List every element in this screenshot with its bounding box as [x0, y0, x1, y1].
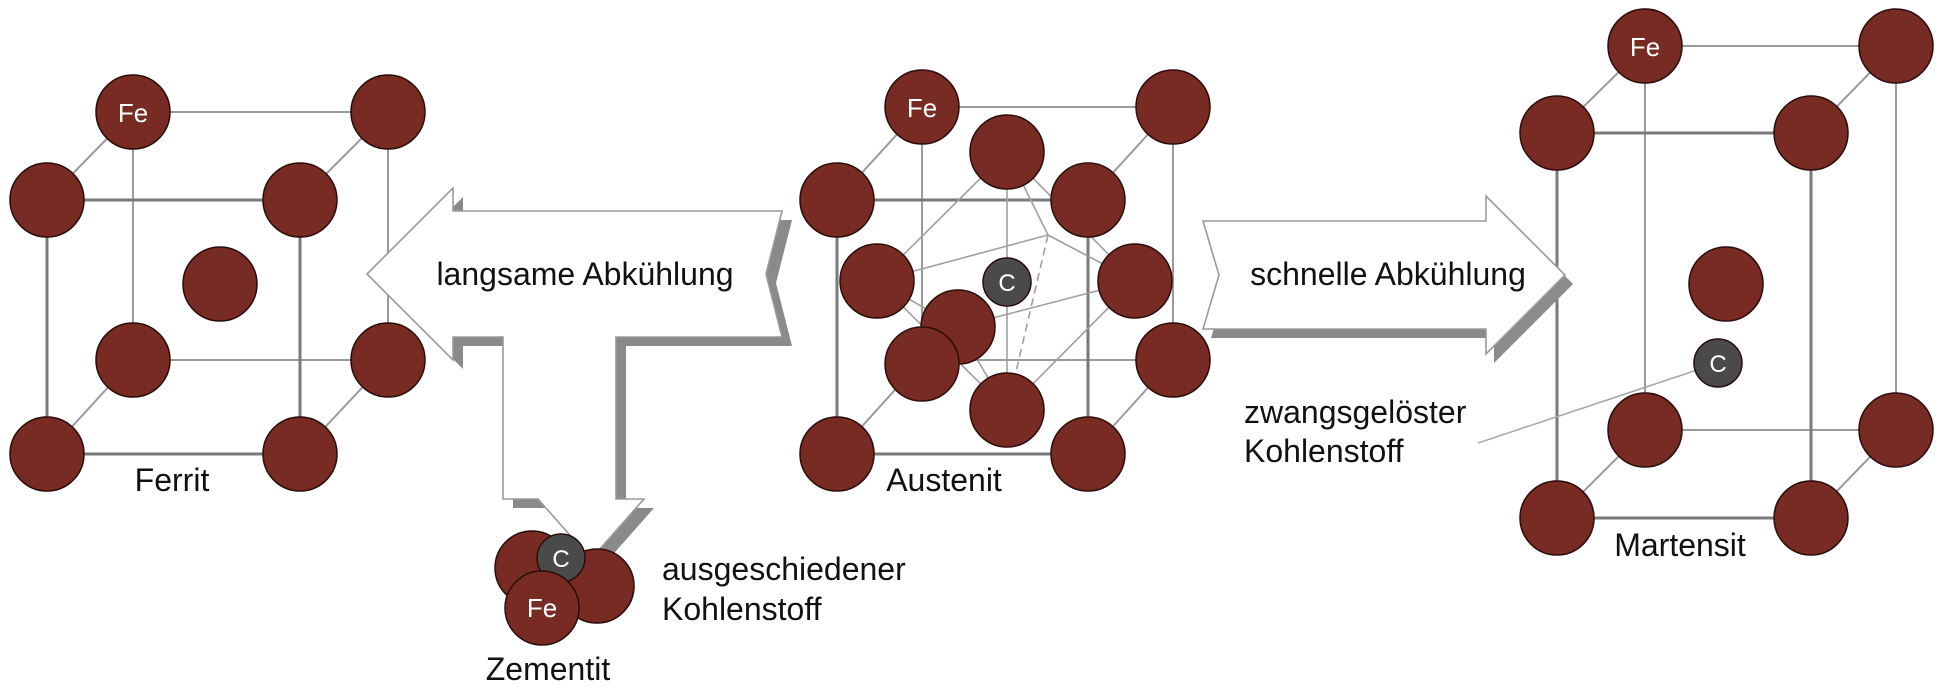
martensit-atoms	[1519, 8, 1934, 556]
slow-cooling-arrow: langsame Abkühlung	[365, 186, 792, 568]
ferrit-fe-atom	[95, 74, 171, 150]
austenit-face-fe-atom	[839, 243, 915, 319]
martensit-fe-atom	[1519, 480, 1595, 556]
martensit-fe-atom	[1858, 392, 1934, 468]
austenit-fe-atom	[799, 162, 875, 238]
dissolved-carbon-label-line2: Kohlenstoff	[1244, 433, 1404, 469]
zementit-cluster: C Fe Zementit ausgeschiedener Kohlenstof…	[486, 530, 906, 687]
austenit-face-fe-atom	[1050, 162, 1126, 238]
martensit-fe-symbol: Fe	[1630, 32, 1660, 62]
austenit-face-fe-atom	[969, 372, 1045, 448]
ferrit-fe-atom	[350, 322, 426, 398]
austenit-fe-atom	[1050, 416, 1126, 492]
precipitated-carbon-label-line2: Kohlenstoff	[662, 591, 822, 627]
ferrit-fe-atom	[350, 74, 426, 150]
austenit-face-fe-atom	[969, 114, 1045, 190]
martensit-fe-atom	[1773, 480, 1849, 556]
slow-cooling-label: langsame Abkühlung	[436, 256, 733, 292]
martensit-fe-atom	[1607, 8, 1683, 84]
martensit-label: Martensit	[1614, 527, 1746, 563]
dissolved-carbon-leader-line	[1477, 362, 1719, 444]
austenit-face-fe-atom	[1097, 243, 1173, 319]
zementit-c-symbol: C	[552, 546, 569, 573]
austenit-label: Austenit	[886, 462, 1002, 498]
ferrit-center-fe-atom	[182, 246, 258, 322]
austenit-atoms	[799, 69, 1211, 492]
austenit-fe-atom	[884, 69, 960, 145]
fast-cooling-arrow-body	[1201, 194, 1567, 356]
dissolved-carbon-label-line1: zwangsgelöster	[1244, 394, 1467, 430]
ferrit-fe-atom	[262, 162, 338, 238]
martensit-fe-atom	[1773, 95, 1849, 171]
ferrit-label: Ferrit	[135, 462, 210, 498]
ferrit-fe-symbol: Fe	[118, 98, 148, 128]
ferrit-fe-atom	[95, 322, 171, 398]
austenit-carbon-atom	[982, 257, 1032, 307]
ferrit-fe-atom	[9, 162, 85, 238]
austenit-fe-atom	[1135, 69, 1211, 145]
martensit-fe-atom	[1858, 8, 1934, 84]
martensit-center-fe-atom	[1688, 246, 1764, 322]
ferrit-fe-atom	[262, 416, 338, 492]
precipitated-carbon-label-line1: ausgeschiedener	[662, 551, 906, 587]
fast-cooling-arrow: schnelle Abkühlung	[1201, 194, 1573, 363]
martensit-bct-cell: Fe C Martensit zwangsgelöster Kohlenstof…	[1244, 8, 1934, 563]
slow-cooling-arrow-body	[365, 186, 784, 561]
austenit-fe-atom	[1135, 322, 1211, 398]
martensit-fe-atom	[1519, 95, 1595, 171]
zementit-front-fe-atom	[504, 570, 580, 646]
ferrit-fe-atom	[9, 416, 85, 492]
ferrit-atoms	[9, 74, 426, 492]
martensit-fe-atom	[1607, 392, 1683, 468]
austenit-fe-symbol: Fe	[907, 93, 937, 123]
martensit-c-symbol: C	[1709, 351, 1726, 378]
austenit-fcc-cell: Fe C Austenit	[799, 69, 1211, 498]
fast-cooling-label: schnelle Abkühlung	[1250, 256, 1526, 292]
ferrit-bcc-cell: Fe Ferrit	[9, 74, 426, 498]
austenit-c-symbol: C	[998, 270, 1015, 297]
zementit-label: Zementit	[486, 651, 611, 687]
martensit-carbon-atom	[1693, 338, 1743, 388]
austenit-face-fe-atom	[884, 326, 960, 402]
zementit-fe-symbol: Fe	[527, 593, 557, 623]
austenit-fe-atom	[799, 416, 875, 492]
